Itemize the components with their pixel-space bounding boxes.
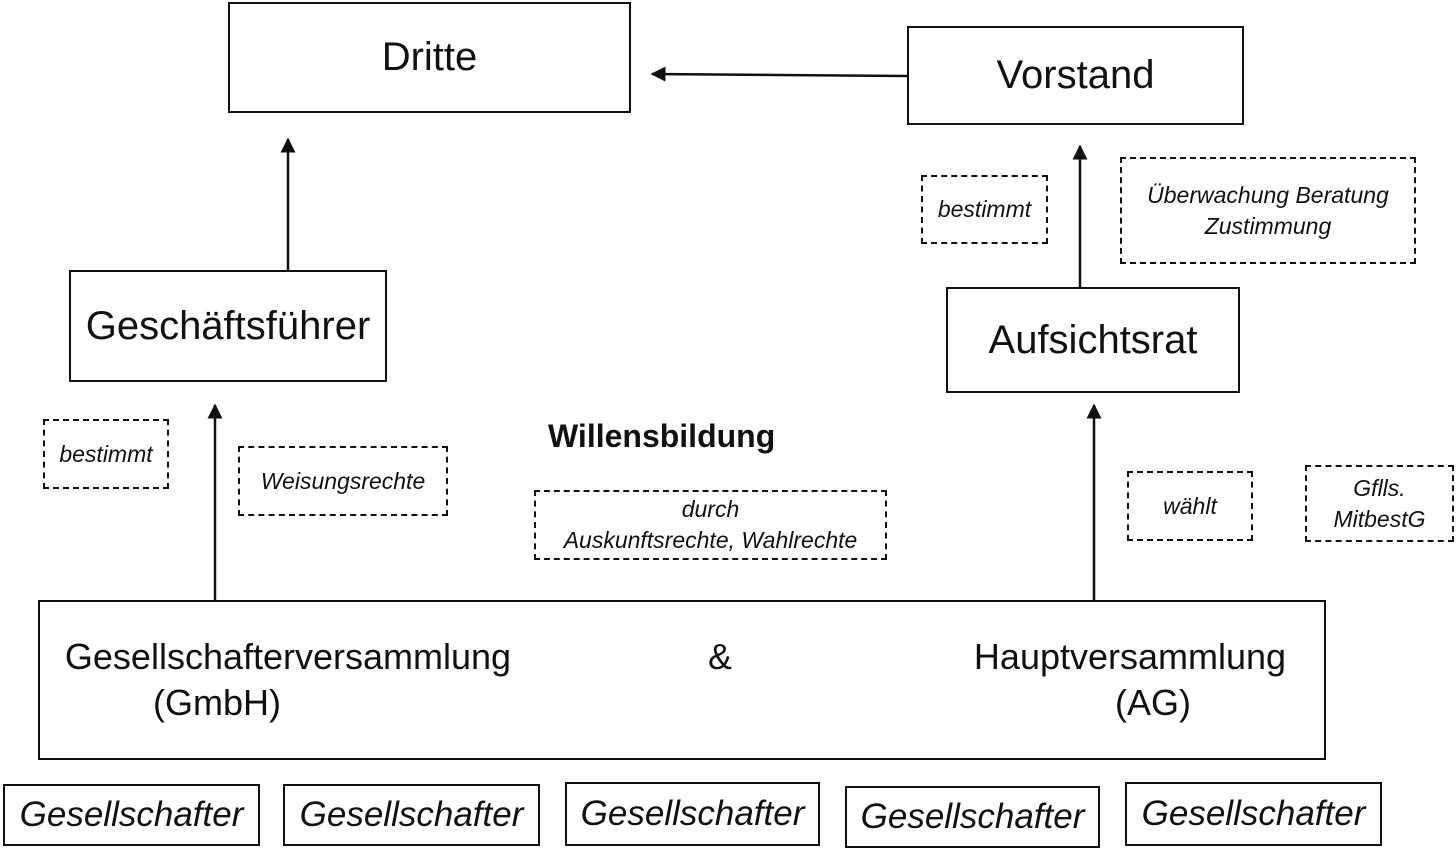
willensbildung-heading: Willensbildung <box>548 418 776 454</box>
mitbestg-note: Gflls. MitbestG <box>1305 465 1454 542</box>
geschaeftsfuehrer-label: Geschäftsführer <box>85 303 371 348</box>
gmbh-assembly: Gesellschafterversammlung (GmbH) <box>48 634 528 726</box>
durch-text-line2: Auskunftsrechte, Wahlrechte <box>563 527 858 553</box>
ag-assembly-name: Hauptversammlung <box>973 636 1287 677</box>
gesellschafter-box-5: Gesellschafter <box>1125 782 1382 846</box>
dritte-box: Dritte <box>228 2 631 113</box>
gesellschafter-label: Gesellschafter <box>299 795 524 834</box>
gesellschafter-box-1: Gesellschafter <box>3 784 260 846</box>
durch-note: durch Auskunftsrechte, Wahlrechte <box>534 490 887 560</box>
gesellschafter-label: Gesellschafter <box>860 797 1085 836</box>
gesellschafter-label: Gesellschafter <box>1141 794 1366 833</box>
gmbh-assembly-type: (GmbH) <box>153 682 281 723</box>
aufsichtsrat-label: Aufsichtsrat <box>988 317 1198 362</box>
ampersand: & <box>708 636 733 677</box>
gesellschafter-box-3: Gesellschafter <box>565 782 820 846</box>
waehlt-text: wählt <box>1163 492 1217 519</box>
gesellschafter-box-4: Gesellschafter <box>845 786 1100 848</box>
arrow-vorstand-to-dritte <box>650 66 909 82</box>
weisungsrechte-note: Weisungsrechte <box>238 446 448 516</box>
gmbh-assembly-name: Gesellschafterversammlung <box>64 636 512 677</box>
gf-bestimmt-text: bestimmt <box>59 440 153 467</box>
ueberwachung-text-line1: Überwachung Beratung <box>1147 181 1389 208</box>
mitbestg-text-line1: Gflls. <box>1353 474 1406 501</box>
ueberwachung-text-line2: Zustimmung <box>1204 212 1332 239</box>
vorstand-label: Vorstand <box>996 53 1155 97</box>
gesellschafter-label: Gesellschafter <box>580 794 805 833</box>
ag-assembly-type: (AG) <box>1115 682 1191 723</box>
mitbestg-text-line2: MitbestG <box>1333 505 1426 532</box>
weisungsrechte-text: Weisungsrechte <box>260 467 426 494</box>
ar-bestimmt-text: bestimmt <box>937 196 1032 222</box>
ar-bestimmt-note: bestimmt <box>921 175 1048 244</box>
assembly-box: Gesellschafterversammlung (GmbH) & Haupt… <box>38 600 1326 760</box>
vorstand-box: Vorstand <box>907 26 1244 125</box>
waehlt-note: wählt <box>1127 471 1253 541</box>
aufsichtsrat-box: Aufsichtsrat <box>946 287 1240 393</box>
gesellschafter-label: Gesellschafter <box>19 795 244 834</box>
durch-text-line1: durch <box>681 496 740 522</box>
ueberwachung-note: Überwachung Beratung Zustimmung <box>1120 157 1416 264</box>
gesellschafter-box-2: Gesellschafter <box>283 784 540 846</box>
geschaeftsfuehrer-box: Geschäftsführer <box>69 270 387 382</box>
ag-assembly: Hauptversammlung (AG) <box>960 634 1300 726</box>
gf-bestimmt-note: bestimmt <box>43 419 169 489</box>
dritte-label: Dritte <box>381 35 478 79</box>
